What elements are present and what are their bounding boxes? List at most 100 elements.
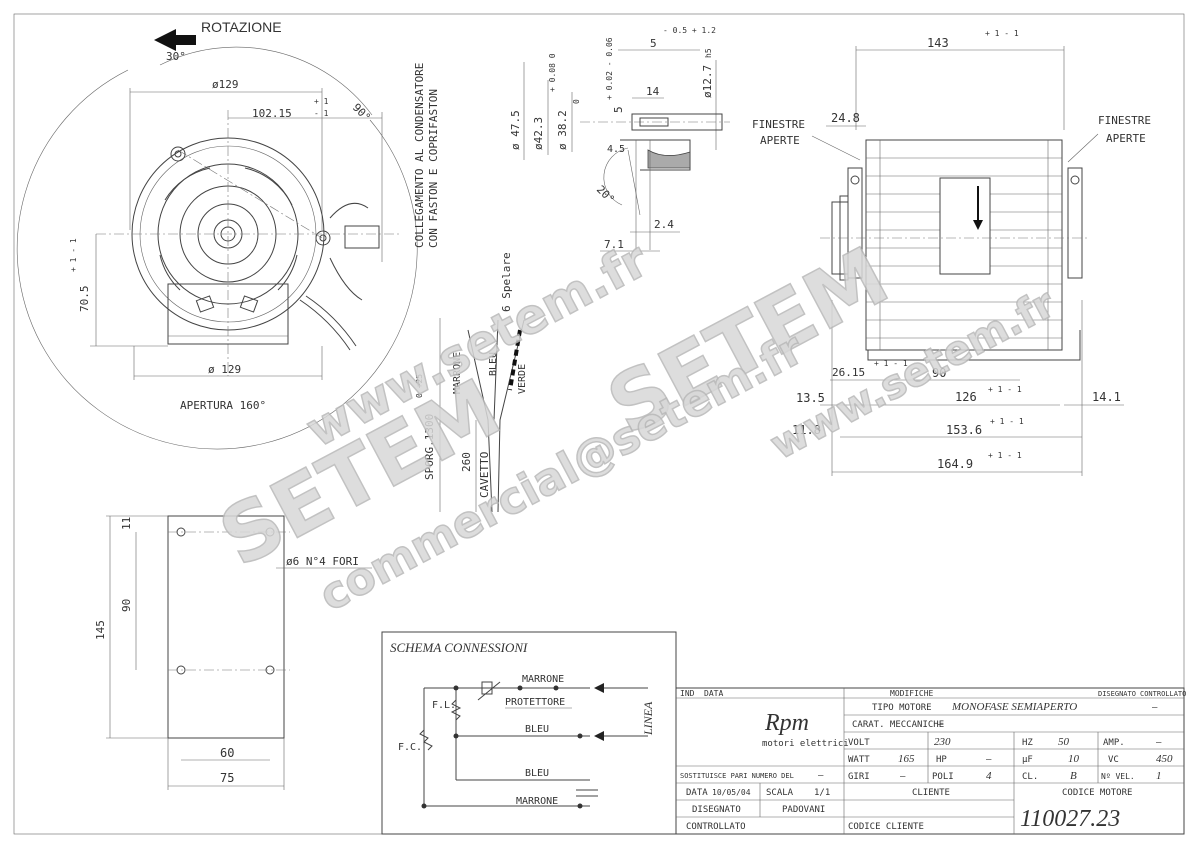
svg-text:CARAT. MECCANICHE: CARAT. MECCANICHE [852,720,944,730]
svg-text:+ 1 - 1: + 1 - 1 [988,451,1022,460]
svg-text:+ 1: + 1 [314,97,329,106]
svg-text:2.4: 2.4 [654,218,674,231]
svg-text:MODIFICHE: MODIFICHE [890,689,934,698]
svg-text:DATA: DATA [704,689,723,698]
svg-text:DISEGNATO: DISEGNATO [692,805,741,815]
angle-30: 30° [166,50,186,63]
capacitor-note-1: COLLEGAMENTO AL CONDENSATORE [413,63,426,248]
svg-text:GIRI: GIRI [848,772,870,782]
schema-connessioni: SCHEMA CONNESSIONI MARRONE PROTETTORE F.… [381,631,677,835]
svg-text:5: 5 [650,37,657,50]
angle-90: 90° [350,101,373,124]
svg-text:HZ: HZ [1022,738,1033,748]
svg-text:4: 4 [986,770,992,782]
svg-text:+ 1 - 1: + 1 - 1 [990,417,1024,426]
svg-text:VERDE: VERDE [517,364,528,394]
svg-text:CAVETTO: CAVETTO [478,452,491,498]
svg-text:ø 38.2: ø 38.2 [556,110,569,150]
svg-text:F.C.: F.C. [398,742,422,753]
svg-text:BLEU: BLEU [488,352,499,376]
svg-text:14.1: 14.1 [1092,390,1121,404]
svg-text:motori elettrici: motori elettrici [762,739,849,749]
svg-text:7.1: 7.1 [604,238,624,251]
svg-text:126: 126 [955,390,977,404]
svg-text:4.5: 4.5 [607,144,625,155]
svg-text:FINESTRE: FINESTRE [1098,114,1151,127]
svg-text:—: — [900,772,906,782]
svg-text:SOSTITUISCE PARI NUMERO DEL: SOSTITUISCE PARI NUMERO DEL [680,772,794,780]
svg-text:SPORG.1300: SPORG.1300 [423,414,436,480]
svg-text:CODICE CLIENTE: CODICE CLIENTE [848,822,924,832]
svg-text:CLIENTE: CLIENTE [912,788,950,798]
svg-text:11.8: 11.8 [792,423,821,437]
svg-text:DATA: DATA [686,788,708,798]
svg-text:HP: HP [936,755,947,765]
front-view: ROTAZIONE 30° 90° ø129 102.15 + 1 - 1 [16,19,440,450]
svg-text:CL.: CL. [1022,772,1038,782]
svg-text:10/05/04: 10/05/04 [712,788,751,797]
codice-motore-value: 110027.23 [1020,806,1120,832]
svg-text:0: 0 [572,99,581,104]
svg-text:11: 11 [120,517,133,530]
svg-text:F.L.: F.L. [432,700,456,711]
svg-text:SCHEMA CONNESSIONI: SCHEMA CONNESSIONI [390,640,528,655]
svg-text:6 Spelare: 6 Spelare [500,252,513,312]
title-block: IND DATA MODIFICHE DISEGNATO CONTROLLATO… [675,687,1186,835]
cable-view: 6 Spelare MARRONE BLEU VERDE SPORG.1300 … [415,252,528,513]
swing-arc [16,69,418,450]
svg-text:PADOVANI: PADOVANI [782,805,825,815]
svg-text:BLEU: BLEU [525,724,549,735]
svg-text:B: B [1070,770,1077,782]
svg-text:—: — [818,771,824,781]
svg-text:—: — [938,720,944,730]
svg-text:450: 450 [1156,753,1173,765]
svg-text:143: 143 [927,36,949,50]
aperture: APERTURA 160° [180,399,266,412]
svg-text:20°: 20° [594,183,617,206]
svg-text:145: 145 [94,620,107,640]
svg-text:164.9: 164.9 [937,457,973,471]
svg-text:153.6: 153.6 [946,423,982,437]
svg-text:CONTROLLATO: CONTROLLATO [1140,690,1186,698]
svg-text:µF: µF [1022,755,1033,765]
svg-text:0 +25: 0 +25 [415,374,424,398]
svg-text:APERTE: APERTE [1106,132,1146,145]
rotation-arrow-icon [154,29,196,51]
svg-text:50: 50 [1058,736,1070,748]
svg-text:VOLT: VOLT [848,738,870,748]
svg-text:DISEGNATO: DISEGNATO [1098,690,1136,698]
svg-text:MARRONE: MARRONE [452,352,463,394]
svg-text:+ 0.08 0: + 0.08 0 [548,53,557,92]
svg-text:260: 260 [460,452,473,472]
svg-text:IND: IND [680,689,695,698]
svg-text:+ 1 - 1: + 1 - 1 [988,385,1022,394]
svg-text:FINESTRE: FINESTRE [752,118,805,131]
svg-text:CONTROLLATO: CONTROLLATO [686,822,746,832]
svg-text:AMP.: AMP. [1103,738,1125,748]
svg-text:CODICE MOTORE: CODICE MOTORE [1062,788,1132,798]
svg-text:165: 165 [898,753,915,765]
svg-text:+ 0.02 - 0.06: + 0.02 - 0.06 [605,37,614,100]
svg-text:1: 1 [1156,770,1162,782]
svg-text:—: — [1152,703,1158,713]
svg-text:1/1: 1/1 [814,788,830,798]
svg-text:13.5: 13.5 [796,391,825,405]
rpm-logo: Rpm [764,710,809,736]
diam-top: ø129 [212,78,239,91]
capacitor-note-2: CON FASTON E COPRIFASTON [427,89,440,248]
svg-text:14: 14 [646,85,660,98]
svg-text:90: 90 [120,599,133,612]
svg-text:MARRONE: MARRONE [522,674,564,685]
svg-text:90: 90 [932,366,946,380]
dim-70: 70.5 [78,286,91,313]
svg-text:POLI: POLI [932,772,954,782]
svg-text:APERTE: APERTE [760,134,800,147]
dim-102: 102.15 [252,107,292,120]
svg-text:75: 75 [220,771,234,785]
svg-text:—: — [1156,738,1162,748]
svg-text:26.15: 26.15 [832,366,865,379]
svg-text:10: 10 [1068,753,1080,765]
svg-text:MONOFASE SEMIAPERTO: MONOFASE SEMIAPERTO [951,701,1077,713]
shaft-detail: ø 47.5 ø42.3 + 0.08 0 ø 38.2 0 5 - 0.5 +… [509,26,730,252]
